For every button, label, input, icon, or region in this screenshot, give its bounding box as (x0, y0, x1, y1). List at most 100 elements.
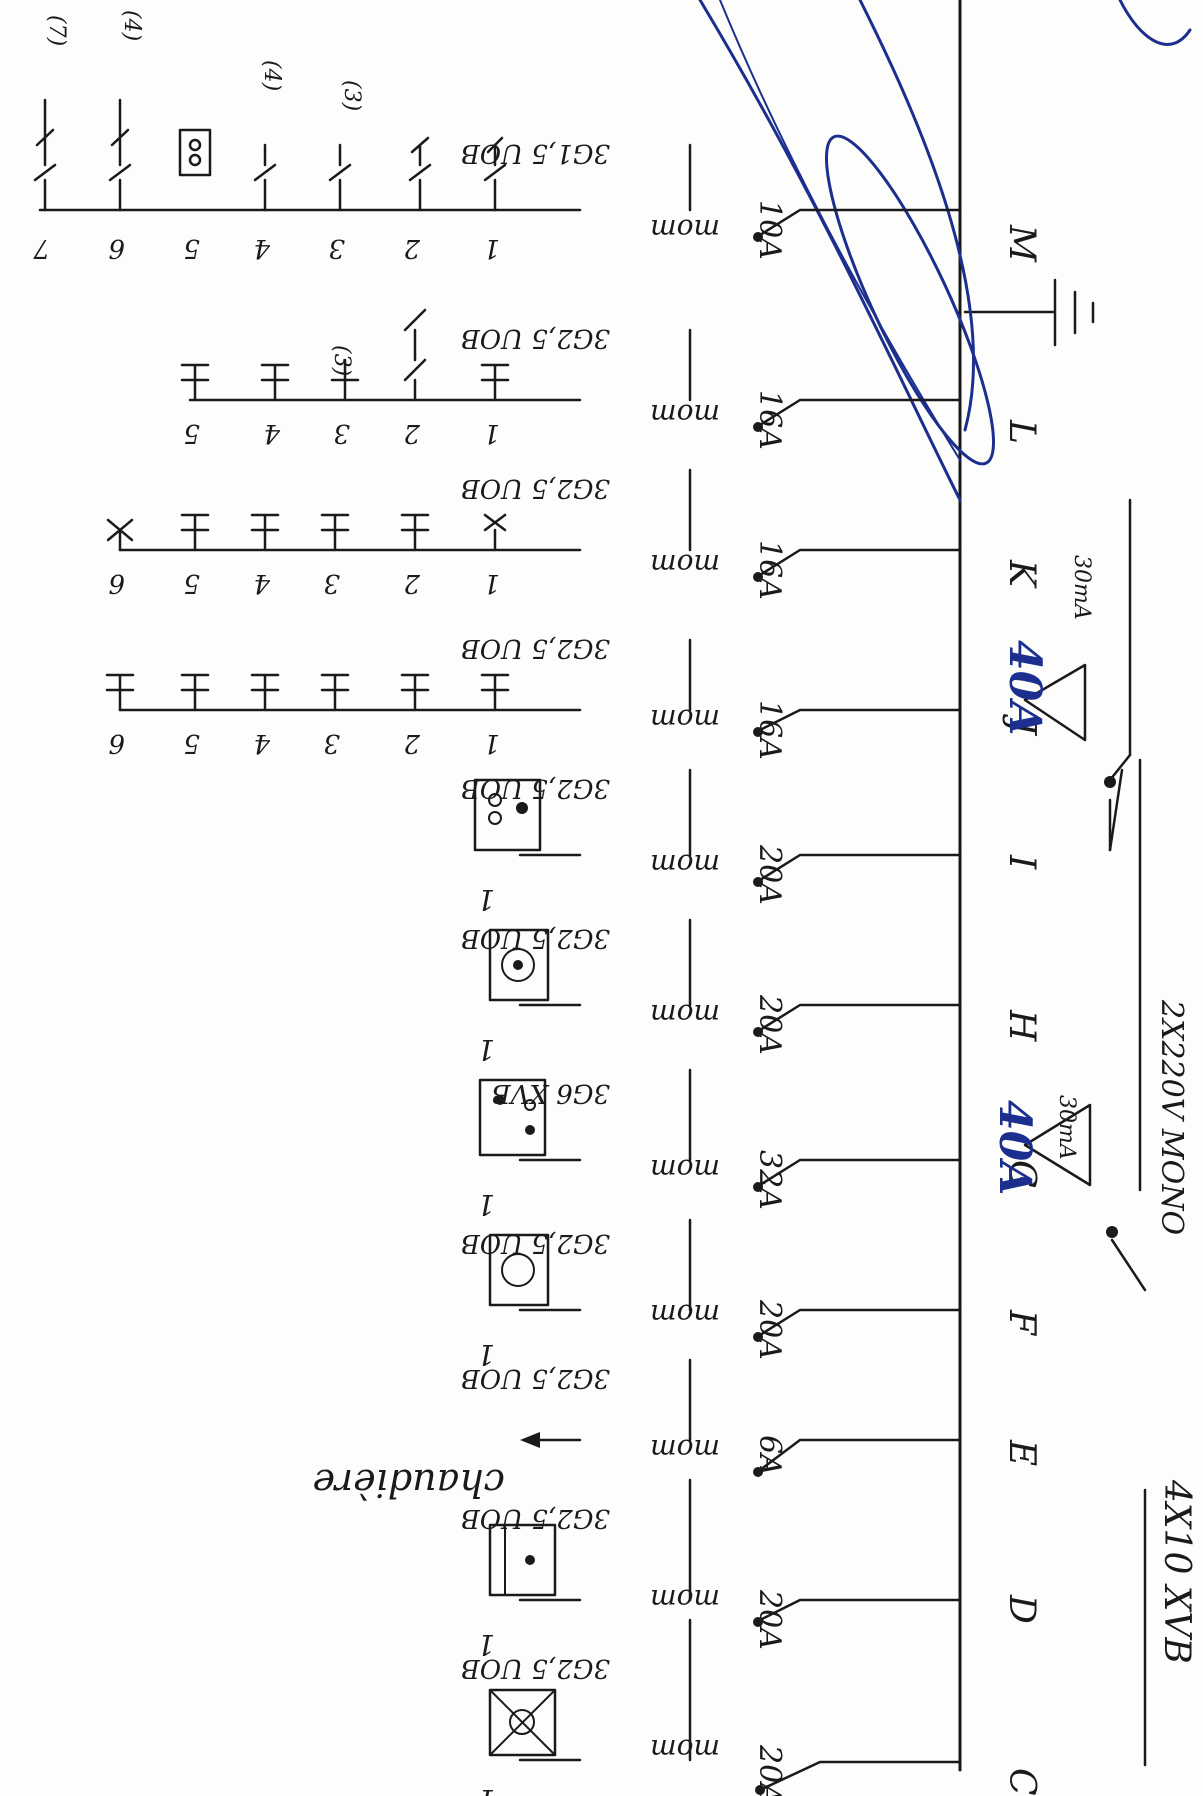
circuit-h-cable: 3G2,5 UOB (461, 923, 610, 953)
circuit-h-count: 1 (477, 1033, 495, 1066)
circuit-m-item-7: 7 (33, 233, 50, 263)
bus-label-h: H (1001, 1009, 1042, 1042)
circuit-j-tag: mom (650, 703, 720, 736)
circuit-l-item-4: 4 (263, 418, 281, 448)
circuit-k-item-4: 4 (253, 568, 271, 598)
circuit-c-count: 1 (477, 1783, 495, 1796)
diff1-supply: 2X220V MONO (1154, 999, 1189, 1235)
bus-label-e: E (1001, 1439, 1042, 1466)
circuit-j-item-4: 4 (253, 728, 271, 758)
circuit-f-breaker: 20A (752, 1299, 787, 1360)
circuit-l-tag: mom (650, 398, 720, 431)
differential-2: 40A 30mA (999, 498, 1132, 788)
circuit-g-tag: mom (650, 1153, 720, 1186)
circuit-m-item-1: 1 (483, 233, 500, 263)
circuit-l-item-3: 3 (333, 418, 350, 448)
bus-label-c: C (1001, 1768, 1042, 1796)
main-supply: 4X10 XVB (1106, 1226, 1197, 1767)
circuit-h: 20A mom 3G2,5 UOB 1 (461, 918, 962, 1066)
circuit-k-tag: mom (650, 548, 720, 581)
bus-label-g: G (1001, 1160, 1042, 1189)
main-supply-label: 4X10 XVB (1156, 1479, 1197, 1664)
circuit-m-item-6: 6 (108, 233, 125, 263)
circuit-m-item-2: 2 (403, 233, 421, 263)
circuit-k-item-6: 6 (108, 568, 125, 598)
circuit-l-cable: 3G2,5 UOB (461, 323, 610, 353)
circuit-h-tag: mom (650, 998, 720, 1031)
bus-label-m: M (1001, 224, 1042, 263)
circuit-c-breaker: 20A (752, 1744, 787, 1796)
circuit-m-note-4: (7) (44, 15, 69, 46)
bus-label-f: F (1001, 1309, 1042, 1337)
bus-labels: C D E F G H I J K L M (1001, 224, 1042, 1796)
circuit-e-dest: chaudière (312, 1461, 505, 1505)
ground-symbol (963, 278, 1095, 347)
circuit-l: 16A mom 3G2,5 UOB 1 2 3 4 5 (3) (180, 308, 962, 450)
circuit-f: 20A mom 3G2,5 UOB 1 (461, 1218, 962, 1371)
circuit-e-tag: mom (650, 1433, 720, 1466)
circuit-l-item-2: 2 (403, 418, 421, 448)
circuit-f-tag: mom (650, 1298, 720, 1331)
diff1-rating: 40A (989, 1100, 1040, 1195)
circuit-m-cable: 3G1,5 UOB (461, 138, 610, 168)
circuit-c-cable: 3G2,5 UOB (461, 1653, 610, 1683)
circuit-i-breaker: 20A (752, 844, 787, 905)
circuit-j-item-1: 1 (483, 728, 500, 758)
circuit-d-tag: mom (650, 1583, 720, 1616)
circuit-l-item-5: 5 (183, 418, 200, 448)
diff2-rating: 40A (999, 640, 1050, 735)
diff1-sensitivity: 30mA (1054, 1095, 1079, 1160)
circuit-c: 20A mom 3G2,5 UOB 1 (461, 1618, 962, 1796)
circuit-k-breaker: 16A (752, 540, 787, 600)
circuit-f-cable: 3G2,5 UOB (461, 1228, 610, 1258)
circuit-m-note-2: (4) (259, 60, 284, 91)
circuit-d: 20A mom 3G2,5 UOB 1 (461, 1478, 962, 1661)
circuit-e-breaker: 6A (752, 1435, 787, 1476)
circuit-j-item-2: 2 (403, 728, 421, 758)
circuit-m-item-4: 4 (253, 233, 271, 263)
circuit-e: 6A mom 3G2,5 UOB chaudière (312, 1358, 962, 1505)
circuit-m-tag: mom (650, 213, 720, 246)
circuit-m-note-1: (3) (339, 80, 364, 111)
circuit-m-note-3: (4) (119, 10, 144, 41)
circuit-g-count: 1 (477, 1188, 495, 1221)
circuit-g-breaker: 32A (752, 1150, 787, 1210)
circuit-i-count: 1 (477, 883, 495, 916)
differential-1: 40A 30mA 2X220V MONO (989, 758, 1189, 1235)
circuit-m: 10A mom 3G1,5 UOB 1 2 3 4 5 6 7 (3) (4) … (33, 10, 962, 263)
circuit-f-count: 1 (477, 1338, 495, 1371)
circuit-h-breaker: 20A (752, 994, 787, 1055)
circuit-j-item-3: 3 (323, 728, 340, 758)
circuit-k-item-5: 5 (183, 568, 200, 598)
circuit-j: 16A mom 3G2,5 UOB 1 2 3 4 5 6 (105, 633, 962, 760)
circuit-k-item-2: 2 (403, 568, 421, 598)
circuit-g: 32A mom 3G6 XVB 1 (477, 1068, 962, 1221)
circuit-m-breaker: 10A (752, 200, 787, 260)
circuit-k: 16A mom 3G2,5 UOB 1 2 3 4 5 6 (106, 468, 962, 600)
circuit-l-note: (3) (329, 345, 354, 376)
circuit-m-item-3: 3 (328, 233, 345, 263)
circuit-c-tag: mom (650, 1733, 720, 1766)
circuit-k-item-1: 1 (483, 568, 500, 598)
circuit-d-cable: 3G2,5 UOB (461, 1503, 610, 1533)
circuit-l-item-1: 1 (483, 418, 500, 448)
circuit-e-cable: 3G2,5 UOB (461, 1363, 610, 1393)
bus-label-i: I (1001, 854, 1042, 870)
circuit-l-breaker: 16A (752, 390, 787, 450)
circuit-g-cable: 3G6 XVB (491, 1078, 610, 1108)
diff2-sensitivity: 30mA (1069, 555, 1094, 620)
circuit-i-cable: 3G2,5 UOB (461, 773, 610, 803)
circuit-j-item-5: 5 (183, 728, 200, 758)
bus-label-k: K (1001, 559, 1042, 589)
circuit-m-item-5: 5 (183, 233, 200, 263)
circuit-j-item-6: 6 (108, 728, 125, 758)
circuit-j-breaker: 16A (752, 700, 787, 760)
bus-label-d: D (1001, 1594, 1042, 1624)
circuit-i: 20A mom 3G2,5 UOB 1 (461, 768, 962, 916)
circuit-j-cable: 3G2,5 UOB (461, 633, 610, 663)
circuit-d-breaker: 20A (752, 1589, 787, 1650)
bus-label-l: L (1001, 419, 1042, 444)
circuit-i-tag: mom (650, 848, 720, 881)
